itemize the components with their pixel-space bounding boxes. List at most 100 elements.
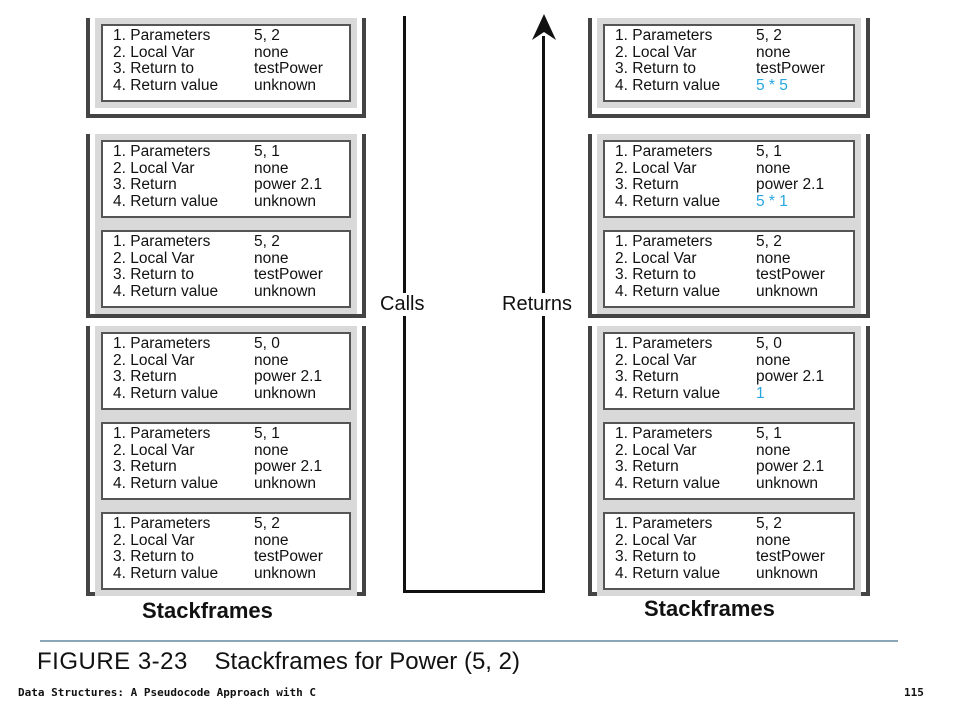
row-value: testPower xyxy=(756,548,825,566)
row-value: unknown xyxy=(254,565,317,583)
row-label: 4. Return value xyxy=(113,77,219,95)
row-value: power 2.1 xyxy=(756,176,825,194)
up-arrow-icon xyxy=(532,14,556,40)
row-label: 4. Return value xyxy=(615,77,721,95)
row-label: 3. Return to xyxy=(113,548,194,566)
figure-rule xyxy=(40,640,898,642)
row-value: none xyxy=(756,441,791,459)
row-label: 1. Parameters xyxy=(113,425,211,442)
row-value: none xyxy=(756,159,791,177)
row-label: 1. Parameters xyxy=(113,233,211,250)
stackframe-row: 4. Return value unknown xyxy=(113,77,349,95)
stackframe-row: 3. Return to testPower xyxy=(113,549,349,566)
row-value: unknown xyxy=(254,475,317,493)
returns-label: Returns xyxy=(500,293,575,316)
stackframe-row: 4. Return value unknown xyxy=(113,565,349,583)
row-label: 3. Return to xyxy=(615,548,696,566)
row-value: unknown xyxy=(254,385,317,403)
row-value: testPower xyxy=(254,266,323,284)
row-value: 5, 0 xyxy=(254,335,280,352)
stackframe-row: 2. Local Var none xyxy=(113,43,349,62)
row-value: unknown xyxy=(756,283,819,301)
stackframe-row: 4. Return value unknown xyxy=(615,283,853,301)
row-value: power 2.1 xyxy=(254,458,323,476)
row-value: power 2.1 xyxy=(756,368,825,386)
row-value: testPower xyxy=(756,60,825,78)
row-value: 5, 2 xyxy=(254,515,280,532)
calls-bottom-connector xyxy=(403,590,545,593)
row-label: 1. Parameters xyxy=(113,27,211,44)
row-label: 1. Parameters xyxy=(113,143,211,160)
row-label: 1. Parameters xyxy=(113,335,211,352)
left-stackframes-caption: Stackframes xyxy=(142,598,273,623)
row-label: 4. Return value xyxy=(113,283,219,301)
row-label: 3. Return to xyxy=(615,266,696,284)
row-value: unknown xyxy=(756,475,819,493)
row-value: 5, 2 xyxy=(756,27,782,44)
row-value: 1 xyxy=(756,385,765,403)
row-value: testPower xyxy=(254,548,323,566)
row-value: 5, 2 xyxy=(756,233,782,250)
row-value: none xyxy=(254,43,289,61)
row-value: unknown xyxy=(254,193,317,211)
row-label: 1. Parameters xyxy=(615,233,713,250)
footer-page-number: 115 xyxy=(904,686,924,699)
row-value: unknown xyxy=(254,283,317,301)
row-label: 2. Local Var xyxy=(113,43,195,61)
row-label: 4. Return value xyxy=(615,385,721,403)
footer-book-title: Data Structures: A Pseudocode Approach w… xyxy=(18,686,317,699)
row-value: unknown xyxy=(254,77,317,95)
row-value: none xyxy=(254,249,289,267)
row-label: 4. Return value xyxy=(615,283,721,301)
row-label: 3. Return xyxy=(615,368,679,386)
row-label: 2. Local Var xyxy=(615,351,697,369)
row-label: 2. Local Var xyxy=(113,159,195,177)
row-label: 2. Local Var xyxy=(113,531,195,549)
row-label: 4. Return value xyxy=(113,565,219,583)
stackframe-row: 4. Return value 1 xyxy=(615,385,853,403)
row-label: 2. Local Var xyxy=(615,531,697,549)
row-value: unknown xyxy=(756,565,819,583)
